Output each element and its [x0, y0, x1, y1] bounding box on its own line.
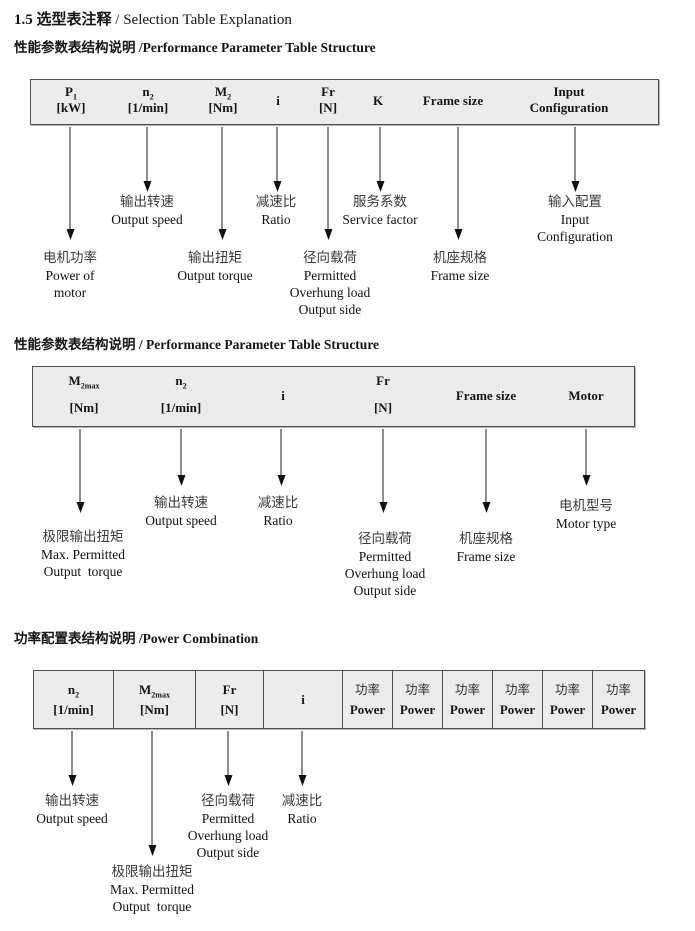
table2-col-frame-size: Frame size — [455, 388, 517, 403]
arrow-p1 — [66, 127, 75, 240]
table1-col-fr: Fr[N] — [318, 84, 338, 115]
table2-col-fr: Fr[N] — [373, 373, 393, 415]
arrow-n2 — [143, 127, 152, 192]
arrow-fr — [324, 127, 333, 240]
table2-col-i: i — [281, 388, 285, 403]
table1-col-m2: M2[Nm] — [208, 84, 238, 115]
table3-col-fr: Fr[N] — [196, 671, 264, 728]
table2-col-motor: Motor — [568, 388, 604, 403]
arrow-frame-size — [482, 429, 491, 513]
arrow-m2 — [218, 127, 227, 240]
table1: P1[kW] n2[1/min] M2[Nm] i Fr[N] K Frame … — [30, 79, 659, 125]
section3-heading: 功率配置表结构说明 /Power Combination — [14, 631, 259, 646]
table2-col-m2max: M2max[Nm] — [68, 373, 100, 415]
arrow-m2max — [148, 731, 157, 856]
table3-col-m2max: M2max[Nm] — [114, 671, 196, 728]
table3-col-n2: n2[1/min] — [34, 671, 114, 728]
table3-col-i: i — [264, 671, 343, 728]
table2-col-n2: n2[1/min] — [160, 373, 202, 415]
arrow-n2 — [68, 731, 77, 786]
arrow-i — [273, 127, 282, 192]
section2-heading: 性能参数表结构说明 / Performance Parameter Table … — [14, 337, 380, 352]
arrow-i — [277, 429, 286, 486]
table1-col-n2: n2[1/min] — [127, 84, 169, 115]
arrow-frame-size — [454, 127, 463, 240]
arrow-motor — [582, 429, 591, 486]
page-title-en: Selection Table Explanation — [123, 12, 292, 28]
page-title-zh: 1.5 选型表注释 — [14, 12, 112, 28]
arrow-i — [298, 731, 307, 786]
table1-col-k: K — [372, 93, 384, 108]
table2: M2max[Nm] n2[1/min] i Fr[N] Frame size M… — [32, 366, 635, 427]
page-title: 1.5 选型表注释 / Selection Table Explanation — [14, 8, 292, 29]
arrow-input-configuration — [571, 127, 580, 192]
arrow-k — [376, 127, 385, 192]
page-title-sep: / — [111, 12, 124, 28]
arrow-m2max — [76, 429, 85, 513]
table1-col-p1: P1[kW] — [56, 84, 86, 115]
arrow-fr — [379, 429, 388, 513]
arrow-fr — [224, 731, 233, 786]
table1-col-frame-size: Frame size — [422, 93, 484, 108]
table1-col-i: i — [276, 93, 280, 108]
section1-heading: 性能参数表结构说明 /Performance Parameter Table S… — [14, 40, 376, 55]
arrow-n2 — [177, 429, 186, 486]
